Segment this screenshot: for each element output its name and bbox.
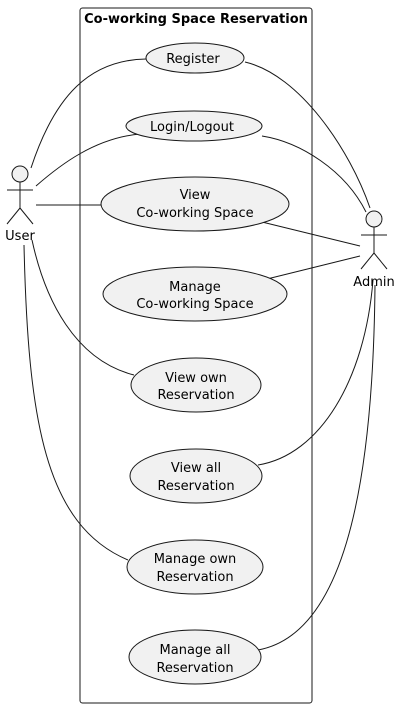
- association-admin-manage-space: [266, 255, 361, 280]
- use-case-view-all-reservation[interactable]: View all Reservation: [129, 448, 263, 504]
- use-case-label-line-2: Reservation: [157, 479, 234, 494]
- association-admin-register: [244, 61, 371, 209]
- actor-label: User: [5, 229, 35, 244]
- use-case-label: Login/Logout: [150, 120, 234, 135]
- use-case-view-own-reservation[interactable]: View own Reservation: [130, 357, 262, 413]
- use-case-manage-own-reservation[interactable]: Manage own Reservation: [126, 539, 264, 595]
- use-case-label-line-1: View: [180, 188, 211, 203]
- association-admin-manage-all: [257, 284, 376, 651]
- use-case-label-line-1: View own: [165, 371, 227, 386]
- use-case-label-line-1: Manage: [169, 280, 221, 295]
- use-case-label-line-1: Manage own: [154, 552, 237, 567]
- use-case-label-line-2: Reservation: [156, 570, 233, 585]
- association-user-register: [30, 58, 147, 169]
- use-case-ellipse: [100, 176, 290, 232]
- system-title: Co-working Space Reservation: [84, 12, 308, 27]
- system-boundary: Co-working Space Reservation: [79, 7, 313, 704]
- actor-admin[interactable]: Admin: [353, 210, 395, 290]
- actor-right-leg: [373, 252, 388, 270]
- use-case-ellipse: [130, 357, 262, 413]
- use-case-manage-co-working-space[interactable]: Manage Co-working Space: [102, 266, 288, 322]
- use-case-register[interactable]: Register: [145, 42, 245, 74]
- actor-label: Admin: [353, 275, 394, 290]
- associations: [23, 58, 376, 651]
- actor-right-leg: [19, 207, 34, 225]
- use-case-ellipse: [129, 448, 263, 504]
- actor-head: [365, 210, 383, 228]
- use-case-label-line-2: Reservation: [156, 661, 233, 676]
- use-case-label-line-2: Co-working Space: [136, 206, 253, 221]
- use-case-label-line-2: Reservation: [157, 388, 234, 403]
- association-user-login: [35, 133, 141, 187]
- actor-user[interactable]: User: [5, 165, 35, 244]
- use-case-label-line-2: Co-working Space: [136, 297, 253, 312]
- use-case-view-co-working-space[interactable]: View Co-working Space: [100, 176, 290, 232]
- system-boundary-box: [79, 7, 313, 704]
- actor-head: [11, 165, 29, 183]
- use-case-label: Register: [166, 52, 220, 67]
- use-case-ellipse: [125, 110, 263, 142]
- association-user-view-own: [31, 239, 135, 376]
- association-user-manage-own: [23, 244, 129, 561]
- use-case-manage-all-reservation[interactable]: Manage all Reservation: [128, 629, 262, 685]
- association-admin-view-all: [257, 279, 374, 466]
- actor-left-leg: [360, 252, 375, 270]
- use-case-ellipse: [126, 539, 264, 595]
- use-case-label-line-1: View all: [171, 461, 221, 476]
- use-case-label-line-1: Manage all: [160, 643, 231, 658]
- use-case-ellipse: [128, 629, 262, 685]
- actor-left-leg: [6, 207, 21, 225]
- use-case-login-logout[interactable]: Login/Logout: [125, 110, 263, 142]
- association-admin-view-space: [261, 221, 361, 247]
- use-case-ellipse: [145, 42, 245, 74]
- use-case-ellipse: [102, 266, 288, 322]
- association-admin-login: [261, 135, 367, 213]
